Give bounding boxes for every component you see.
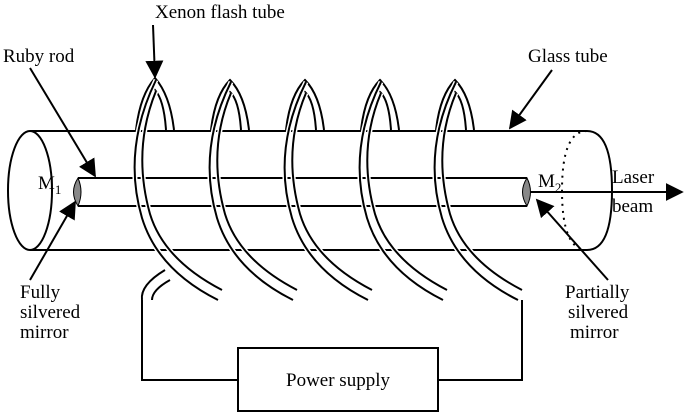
glass-tube-label: Glass tube (528, 46, 608, 67)
glass-tube-arrow (508, 69, 553, 130)
flash-tube-coils-front (132, 78, 524, 303)
m2-label: M2 (538, 171, 561, 195)
partially-silvered-label-line3: mirror (570, 322, 619, 343)
fully-silvered-label-line1: Fully (20, 282, 61, 303)
power-supply-label: Power supply (286, 370, 390, 391)
laser-beam-label-line1: Laser (612, 167, 655, 188)
fully-silvered-label-line2: silvered (20, 302, 81, 323)
m1-label: M1 (38, 173, 61, 197)
ruby-rod (78, 177, 527, 207)
laser-beam-label-line2: beam (612, 196, 653, 217)
ruby-rod-label: Ruby rod (3, 46, 75, 67)
power-supply-box (237, 347, 439, 412)
ruby-rod-arrow (29, 67, 96, 178)
fully-silvered-mirror (73, 176, 82, 208)
partially-silvered-arrow (535, 198, 609, 281)
partially-silvered-mirror (522, 176, 531, 208)
xenon-flash-tube-arrow (145, 24, 164, 79)
fully-silvered-arrow (29, 200, 76, 281)
fully-silvered-label-line3: mirror (20, 322, 69, 343)
power-supply-wiring (141, 300, 523, 381)
partially-silvered-label-line2: silvered (568, 302, 629, 323)
xenon-flash-tube-label: Xenon flash tube (155, 2, 285, 23)
partially-silvered-label-line1: Partially (565, 282, 630, 303)
